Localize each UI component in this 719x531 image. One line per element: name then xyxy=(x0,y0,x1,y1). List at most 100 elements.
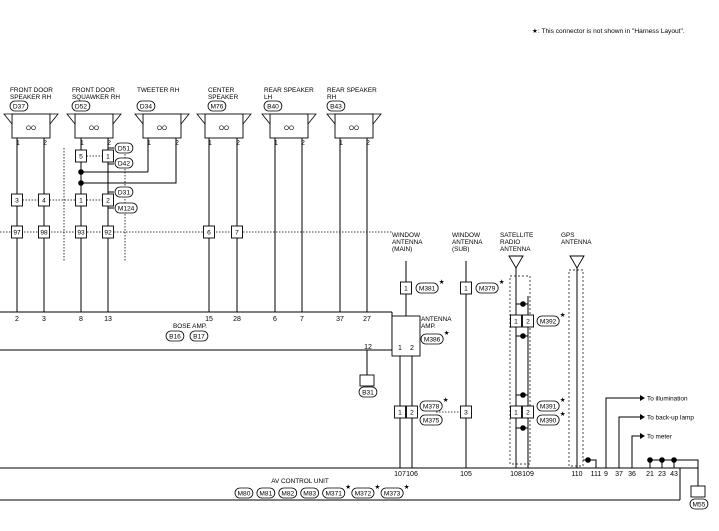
conn-D31-label: D31 xyxy=(118,190,130,197)
speaker-5 xyxy=(334,113,374,139)
speaker-0 xyxy=(11,113,51,139)
satellite-antenna-name: SATELLITE xyxy=(500,232,533,239)
junction-dot xyxy=(647,457,653,463)
speaker-coil-icon: OO xyxy=(89,125,99,132)
joint-box xyxy=(38,193,50,207)
speaker-coil-icon: OO xyxy=(219,125,229,132)
conn-M381-label: M381 xyxy=(419,286,436,293)
junction-dot xyxy=(520,301,526,307)
conn-M378-label: M378 xyxy=(423,404,440,411)
joint-box-label: 3 xyxy=(15,198,19,205)
relay-left-pin-label: 1 xyxy=(398,410,402,417)
speaker-pin-0: 1 xyxy=(16,140,20,147)
conn-M81 xyxy=(256,487,276,499)
speaker-pin-1: 2 xyxy=(107,140,111,147)
conn-M371-star: ★ xyxy=(345,484,351,491)
arrow-icon xyxy=(640,433,645,439)
conn-D51 xyxy=(114,142,134,154)
conn-M80-label: M80 xyxy=(238,491,251,498)
joint-box xyxy=(203,225,215,239)
antenna-amp-box xyxy=(391,315,421,357)
speaker-conn-D34 xyxy=(136,100,156,112)
conn-M391-label: M391 xyxy=(540,404,557,411)
speaker-pin-0: 2 xyxy=(43,140,47,147)
conn-M373-star: ★ xyxy=(404,484,410,491)
speaker-flare-right xyxy=(180,113,190,126)
antenna-amp-name: AMP. xyxy=(421,323,436,330)
speaker-pin-2: 1 xyxy=(147,140,151,147)
speaker-coil-icon: OO xyxy=(284,125,294,132)
antenna-sub-name: ANTENNA xyxy=(452,239,483,246)
antenna-amp-name: ANTENNA xyxy=(421,316,452,323)
speaker-name-3: SPEAKER xyxy=(208,94,239,101)
speaker-conn-D34-label: D34 xyxy=(140,104,152,111)
junction-dot xyxy=(520,425,526,431)
speaker-2 xyxy=(142,113,182,139)
speaker-pin-5: 1 xyxy=(339,140,343,147)
joint-box-label: 1 xyxy=(106,154,110,161)
conn-M392-star: ★ xyxy=(560,312,566,319)
conn-M391-star: ★ xyxy=(560,397,566,404)
conn-M373 xyxy=(380,487,404,499)
speaker-name-0: FRONT DOOR xyxy=(10,87,53,94)
junction-dot xyxy=(78,169,84,175)
conn-M124 xyxy=(114,202,138,214)
av-pin-110: 110 xyxy=(571,471,582,478)
conn-M372-star: ★ xyxy=(375,484,381,491)
joint-box xyxy=(231,225,243,239)
bose-pin-37: 37 xyxy=(336,316,344,323)
speaker-flare-left xyxy=(66,113,76,126)
speaker-coil-icon: OO xyxy=(26,125,36,132)
antenna-amp-pin: 1 xyxy=(398,345,402,352)
speaker-pin-3: 1 xyxy=(208,140,212,147)
conn-M373-label: M373 xyxy=(384,491,401,498)
conn-M124-label: M124 xyxy=(118,206,135,213)
antenna-main-name: ANTENNA xyxy=(392,239,423,246)
speaker-pin-5: 2 xyxy=(366,140,370,147)
conn-M386 xyxy=(420,333,444,345)
layout-note: ★: This connector is not shown in "Harne… xyxy=(532,27,685,35)
relay-mid-pin-label: 3 xyxy=(464,410,468,417)
speaker-pin-1: 1 xyxy=(80,140,84,147)
conn-M386-label: M386 xyxy=(424,337,441,344)
satellite-pin xyxy=(510,314,522,328)
gps-antenna-name: GPS xyxy=(561,232,575,239)
wire xyxy=(631,435,640,468)
bose-pin-13: 13 xyxy=(104,316,112,323)
bose-pin-7: 7 xyxy=(300,316,304,323)
av-pin-108: 108 xyxy=(510,471,522,478)
antenna-sub-pin xyxy=(460,281,472,295)
speaker-conn-M76-label: M76 xyxy=(211,104,224,111)
conn-M392-label: M392 xyxy=(540,319,557,326)
antenna-main-name: (MAIN) xyxy=(392,246,412,253)
conn-D31 xyxy=(114,186,134,198)
speaker-conn-B43 xyxy=(326,100,346,112)
speaker-conn-D52 xyxy=(71,100,91,112)
joint-box-label: 2 xyxy=(106,198,110,205)
joint-box-label: 93 xyxy=(77,230,85,237)
antenna-main-pin xyxy=(400,281,412,295)
relay-mid-pin xyxy=(460,405,472,419)
conn-B31 xyxy=(358,386,378,398)
relay-left-pin xyxy=(394,405,406,419)
speaker-1 xyxy=(74,113,114,139)
speaker-flare-left xyxy=(196,113,206,126)
bose-pin-2: 2 xyxy=(15,316,19,323)
conn-M83-label: M83 xyxy=(303,491,316,498)
bose-pin-6: 6 xyxy=(273,316,277,323)
junction-dot xyxy=(585,457,591,463)
output-1: To back-up lamp xyxy=(647,415,694,422)
joint-box-label: 92 xyxy=(104,230,112,237)
junction-dot xyxy=(520,333,526,339)
satellite-antenna-name: RADIO xyxy=(500,239,520,246)
conn-D42-label: D42 xyxy=(118,161,130,168)
bose-pin-3: 3 xyxy=(42,316,46,323)
speaker-conn-D37 xyxy=(9,100,29,112)
joint-box xyxy=(75,193,87,207)
speaker-flare-right xyxy=(112,113,122,126)
av-pin-107: 107 xyxy=(394,471,406,478)
speaker-3 xyxy=(204,113,244,139)
speaker-name-5: REAR SPEAKER xyxy=(327,87,377,94)
